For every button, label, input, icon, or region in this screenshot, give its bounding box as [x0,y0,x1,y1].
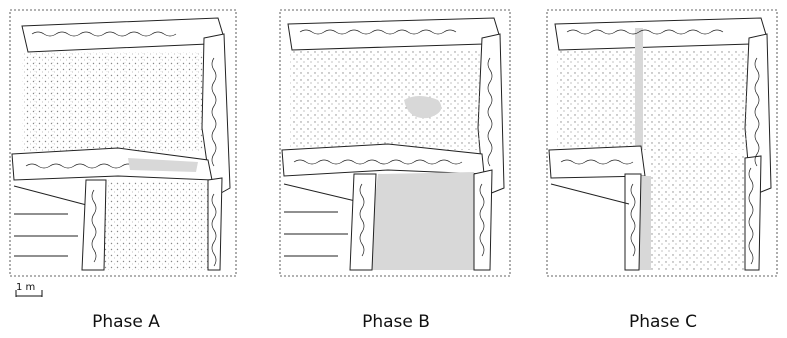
scale-bar [15,290,43,297]
phase-b-caption: Phase B [362,312,430,332]
phase-a-caption: Phase A [92,312,160,332]
phase-b-plan [278,8,514,280]
phase-c-caption: Phase C [628,312,698,332]
phase-a-plan [8,8,244,280]
scale-bar-label: 1 m [16,282,36,293]
phase-c-plan [545,8,781,280]
